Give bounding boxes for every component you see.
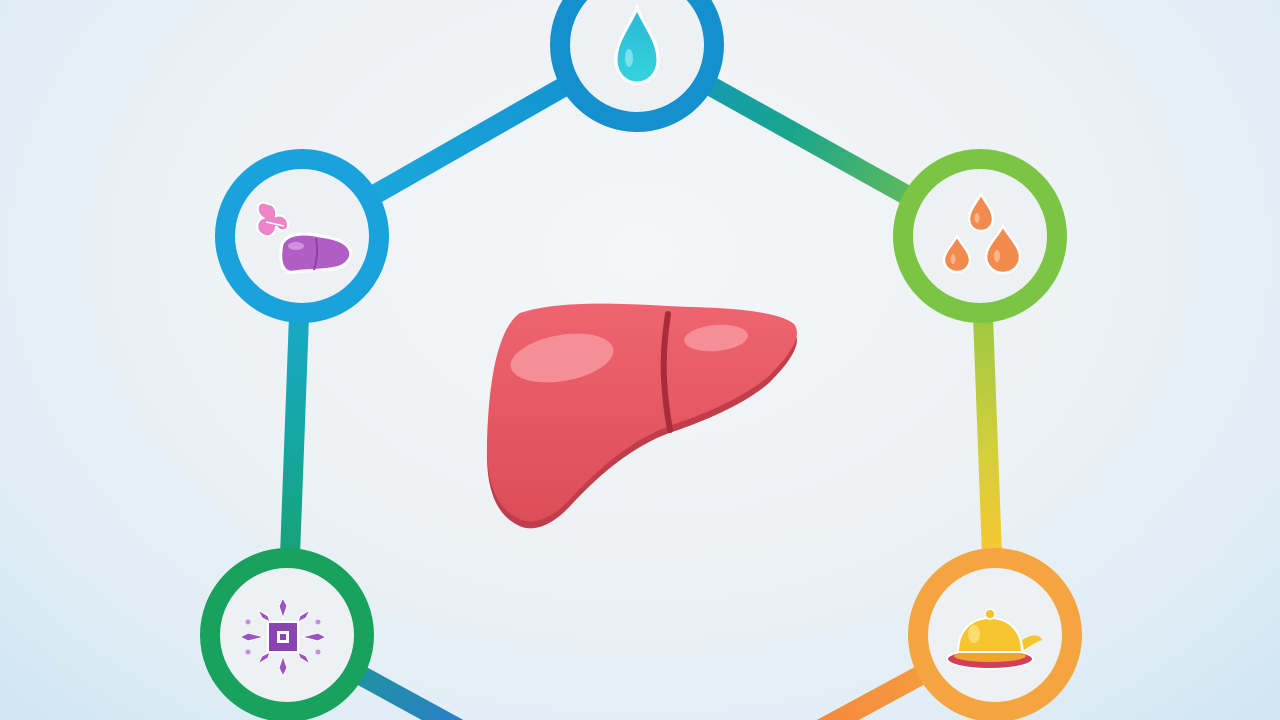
purple-chip-icon — [238, 596, 328, 678]
small-liver-icon — [279, 232, 353, 274]
liver-icon — [486, 303, 797, 529]
node-top — [550, 0, 724, 132]
node-upper-right-ring — [893, 149, 1067, 323]
node-lower-right — [908, 548, 1082, 720]
liver-and-butterfly-icon — [256, 201, 353, 274]
node-upper-right — [893, 149, 1067, 323]
butterfly-icon — [256, 201, 290, 238]
node-upper-left — [215, 149, 389, 323]
water-drop-icon — [614, 3, 660, 85]
orange-drops-icon — [942, 191, 1022, 275]
node-lower-left — [200, 548, 374, 720]
food-cloche-icon — [946, 608, 1042, 670]
